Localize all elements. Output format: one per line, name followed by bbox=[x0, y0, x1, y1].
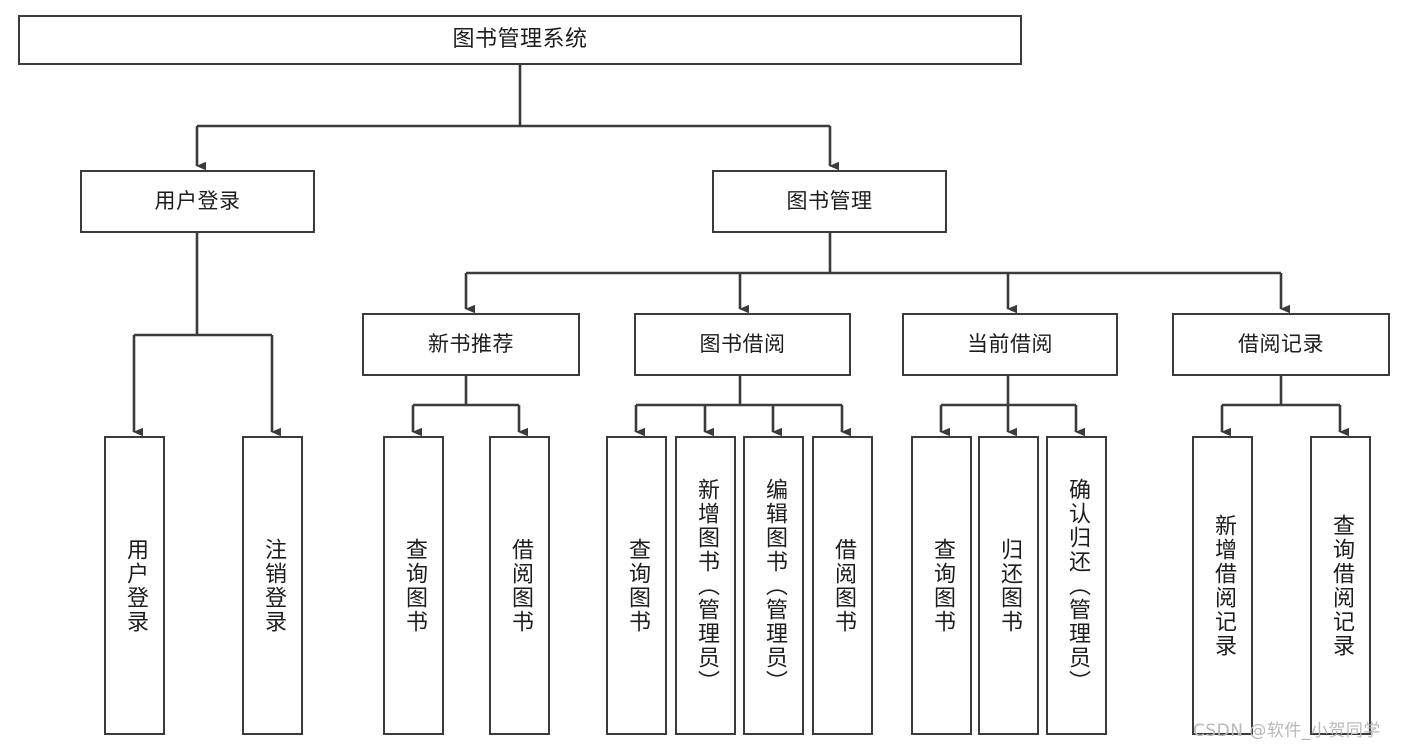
node-root-book-management-system[interactable]: 图书管理系统 bbox=[18, 15, 1022, 65]
node-new-book-recommend[interactable]: 新书推荐 bbox=[362, 313, 580, 376]
node-book-borrow[interactable]: 图书借阅 bbox=[634, 313, 851, 376]
node-label: 查询图书 bbox=[401, 537, 427, 634]
node-label: 借阅记录 bbox=[1238, 331, 1324, 356]
node-label: 新书推荐 bbox=[428, 331, 514, 356]
node-label: 查询图书 bbox=[624, 537, 650, 634]
node-current-borrow[interactable]: 当前借阅 bbox=[902, 313, 1118, 376]
node-borrow-record[interactable]: 借阅记录 bbox=[1172, 313, 1390, 376]
node-label: 当前借阅 bbox=[967, 331, 1053, 356]
node-label: 借阅图书 bbox=[507, 537, 533, 634]
leaf-user-login-signin[interactable]: 用户登录 bbox=[104, 436, 165, 735]
leaf-current-borrow-query[interactable]: 查询图书 bbox=[911, 436, 972, 735]
node-book-management[interactable]: 图书管理 bbox=[712, 170, 947, 233]
leaf-new-book-query[interactable]: 查询图书 bbox=[383, 436, 444, 735]
node-label: 用户登录 bbox=[154, 188, 241, 213]
node-label: 借阅图书 bbox=[830, 537, 856, 634]
node-label: 归还图书 bbox=[996, 537, 1022, 634]
leaf-user-login-signout[interactable]: 注销登录 bbox=[242, 436, 303, 735]
node-label: 确认归还（管理员） bbox=[1064, 477, 1090, 694]
leaf-book-borrow-lend[interactable]: 借阅图书 bbox=[812, 436, 873, 735]
node-label: 查询图书 bbox=[929, 537, 955, 634]
node-label: 查询借阅记录 bbox=[1328, 513, 1354, 658]
leaf-current-borrow-confirm-return[interactable]: 确认归还（管理员） bbox=[1046, 436, 1107, 735]
node-user-login[interactable]: 用户登录 bbox=[80, 170, 315, 233]
node-label: 注销登录 bbox=[260, 537, 286, 634]
leaf-book-borrow-add[interactable]: 新增图书（管理员） bbox=[675, 436, 736, 735]
node-label: 图书借阅 bbox=[699, 331, 786, 356]
node-label: 图书管理系统 bbox=[452, 26, 588, 52]
node-label: 编辑图书（管理员） bbox=[761, 477, 787, 694]
leaf-borrow-record-query[interactable]: 查询借阅记录 bbox=[1310, 436, 1371, 735]
leaf-borrow-record-add[interactable]: 新增借阅记录 bbox=[1192, 436, 1253, 735]
leaf-book-borrow-query[interactable]: 查询图书 bbox=[606, 436, 667, 735]
leaf-new-book-borrow[interactable]: 借阅图书 bbox=[489, 436, 550, 735]
leaf-book-borrow-edit[interactable]: 编辑图书（管理员） bbox=[743, 436, 804, 735]
node-label: 新增图书（管理员） bbox=[693, 477, 719, 694]
node-label: 图书管理 bbox=[786, 188, 873, 213]
node-label: 新增借阅记录 bbox=[1210, 513, 1236, 658]
leaf-current-borrow-return[interactable]: 归还图书 bbox=[978, 436, 1039, 735]
node-label: 用户登录 bbox=[122, 537, 148, 634]
